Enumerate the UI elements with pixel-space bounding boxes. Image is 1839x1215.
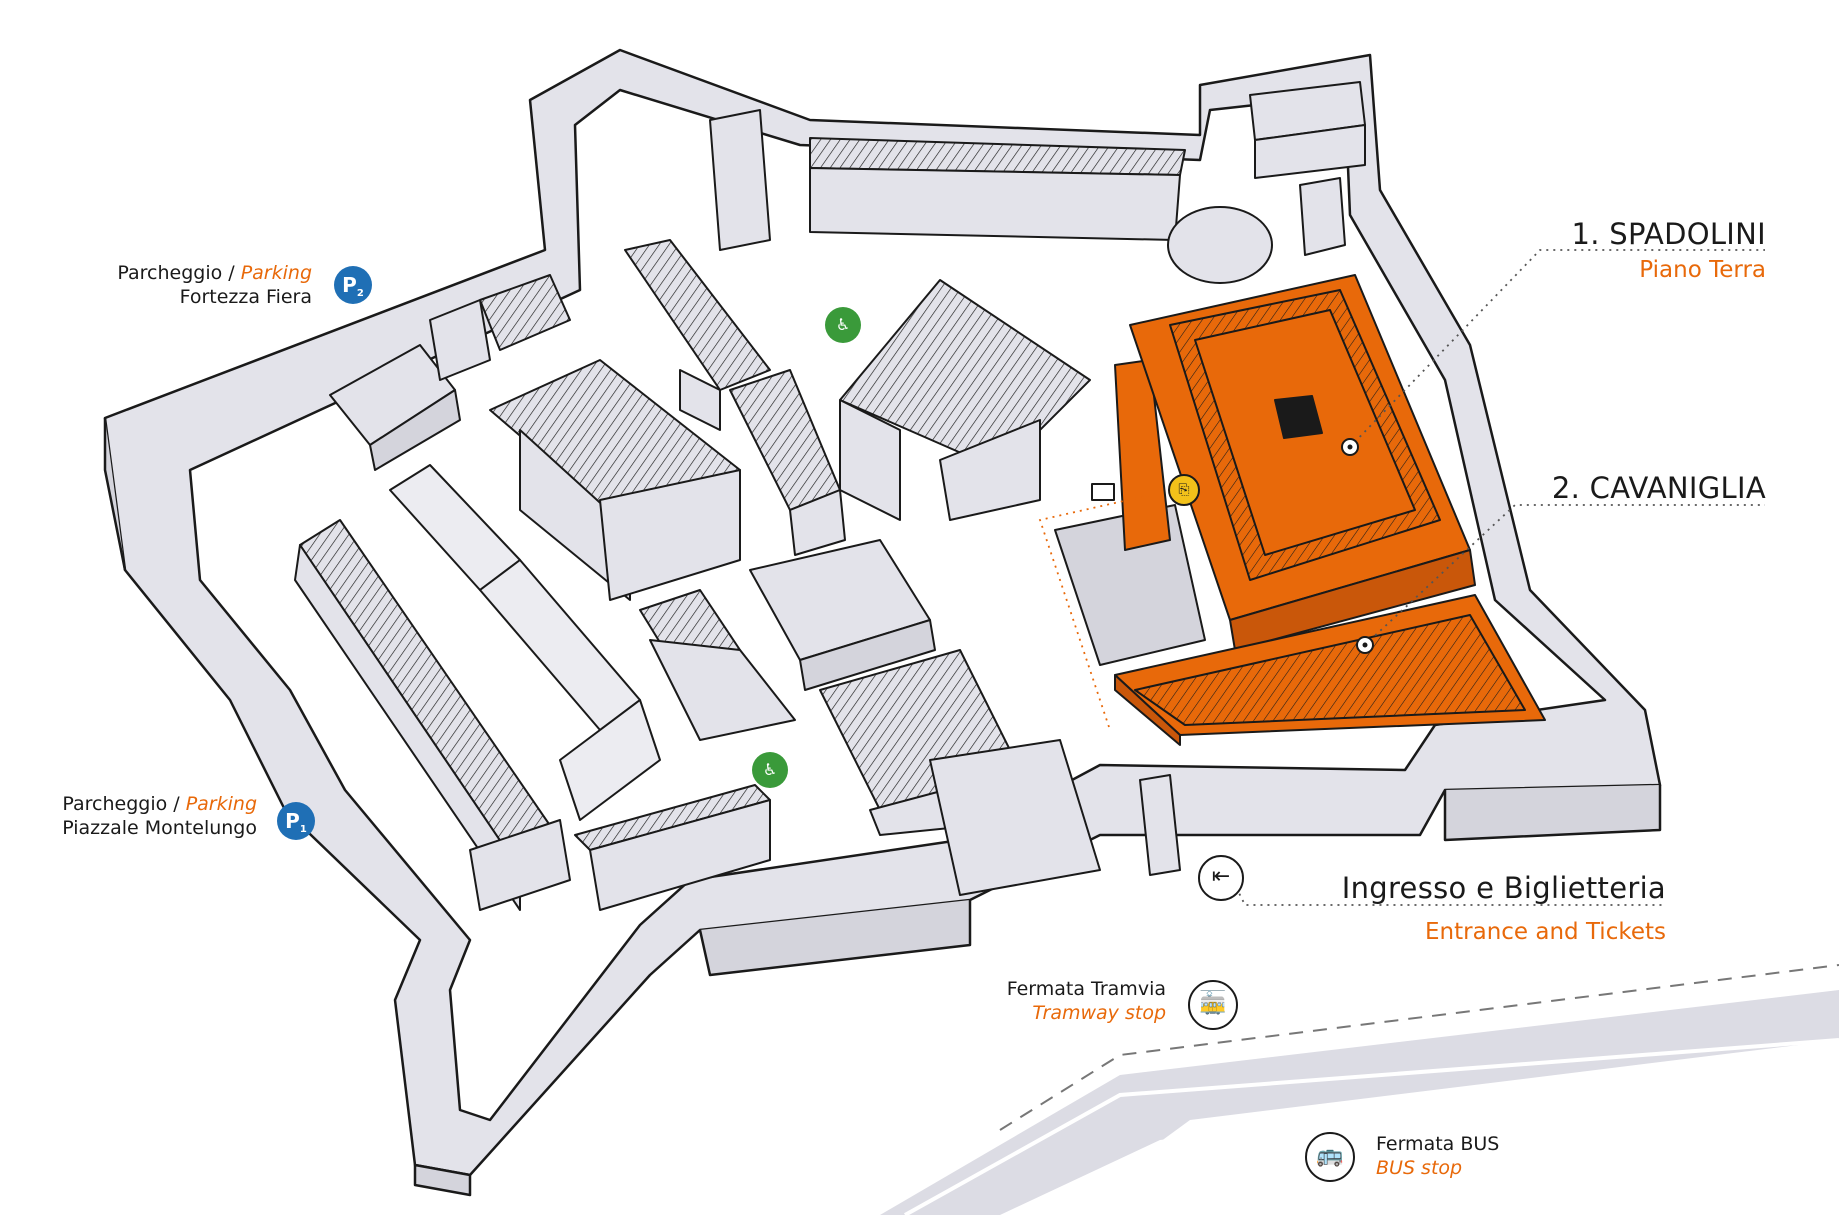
roads xyxy=(880,964,1839,1215)
bus-stop-it: Fermata BUS xyxy=(1376,1133,1500,1155)
location-dot-icon xyxy=(1341,438,1374,654)
tram-icon[interactable]: 🚋 xyxy=(1188,980,1238,1030)
tram-stop-en: Tramway stop xyxy=(1032,1001,1166,1024)
wheelchair-parking-icon[interactable]: ♿ xyxy=(825,307,861,343)
entrance-subtitle: Entrance and Tickets xyxy=(1425,919,1666,946)
parking-icon[interactable]: P2 xyxy=(334,266,372,304)
parking-location-text: Piazzale Montelungo xyxy=(62,816,257,839)
entrance-title: Ingresso e Biglietteria xyxy=(1341,871,1666,905)
parking-it-text: Parcheggio / xyxy=(62,793,186,815)
cavaniglia-title: 2. CAVANIGLIA xyxy=(1551,471,1766,505)
bus-stop-label: Fermata BUS BUS stop xyxy=(1376,1133,1596,1181)
parking-location-text: Fortezza Fiera xyxy=(179,285,312,308)
parking-en-text: Parking xyxy=(240,262,312,284)
parking-badge-letter: P xyxy=(342,273,357,297)
tram-stop-it: Fermata Tramvia xyxy=(1006,978,1166,1000)
entrance-icon[interactable]: ⇤ xyxy=(1198,855,1244,901)
wheelchair-parking-icon[interactable]: ♿ xyxy=(752,752,788,788)
parking-badge-letter: P xyxy=(285,809,300,833)
parking-it-text: Parcheggio / xyxy=(117,262,241,284)
bus-icon[interactable]: 🚌 xyxy=(1305,1132,1355,1182)
parking-badge-number: 1 xyxy=(299,824,307,835)
spadolini-title: 1. SPADOLINI xyxy=(1571,217,1766,251)
tram-stop-label: Fermata Tramvia Tramway stop xyxy=(940,978,1166,1026)
leader-lines xyxy=(1038,249,1765,906)
buildings xyxy=(294,81,1366,911)
ticket-icon[interactable]: ⎘ xyxy=(1168,474,1200,506)
spadolini-building[interactable] xyxy=(1114,274,1476,651)
entrance-label[interactable]: Ingresso e Biglietteria Entrance and Tic… xyxy=(1300,870,1666,947)
bus-stop-en: BUS stop xyxy=(1376,1156,1463,1179)
parking-fortezza-label: Parcheggio / Parking Fortezza Fiera xyxy=(60,262,312,310)
spadolini-subtitle: Piano Terra xyxy=(1639,257,1766,284)
cavaniglia-building[interactable] xyxy=(1114,594,1546,746)
parking-en-text: Parking xyxy=(185,793,257,815)
parking-badge-number: 2 xyxy=(356,288,364,299)
parking-icon[interactable]: P1 xyxy=(277,802,315,840)
cavaniglia-label[interactable]: 2. CAVANIGLIA xyxy=(1460,470,1766,506)
spadolini-label[interactable]: 1. SPADOLINI Piano Terra xyxy=(1460,216,1766,285)
parking-montelungo-label: Parcheggio / Parking Piazzale Montelungo xyxy=(20,793,257,841)
